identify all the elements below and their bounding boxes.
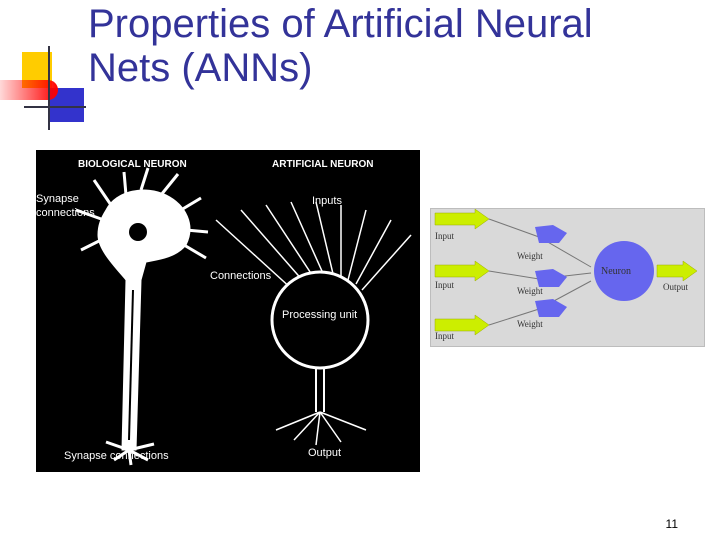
ann-label-input-3: Input bbox=[435, 331, 454, 341]
decorative-red-bar bbox=[0, 80, 58, 100]
label-inputs: Inputs bbox=[312, 195, 342, 207]
label-connections: Connections bbox=[210, 270, 272, 282]
label-synapse-connections-bottom: Synapse connections bbox=[64, 450, 169, 462]
output-stem bbox=[315, 368, 325, 412]
ann-label-output: Output bbox=[663, 282, 689, 292]
label-processing-unit: Processing unit bbox=[282, 309, 358, 321]
biological-artificial-neuron-figure: BIOLOGICAL NEURON ARTIFICIAL NEURON Syna… bbox=[36, 150, 420, 472]
input-fan bbox=[215, 201, 412, 301]
ann-diagram: Input Input Input Weight Weight Weight N… bbox=[430, 208, 705, 347]
heading-biological-neuron: BIOLOGICAL NEURON bbox=[78, 159, 187, 170]
ann-label-weight-1: Weight bbox=[517, 251, 543, 261]
nucleus bbox=[129, 223, 147, 241]
page-number: 11 bbox=[665, 517, 678, 531]
input-arrow-1 bbox=[434, 209, 490, 230]
decorative-vertical-line bbox=[48, 46, 50, 130]
axon-terminal bbox=[105, 440, 155, 466]
input-arrow-2 bbox=[434, 260, 490, 282]
ann-label-input-2: Input bbox=[435, 280, 454, 290]
decorative-horizontal-line bbox=[24, 106, 86, 108]
output-arrow bbox=[656, 260, 698, 282]
weight-shape-1 bbox=[535, 225, 567, 243]
slide-title-line-1: Properties of Artificial Neural bbox=[88, 2, 593, 46]
ann-diagram-drawing bbox=[434, 209, 698, 336]
weight-shape-3 bbox=[535, 299, 567, 317]
weight-shape-2 bbox=[535, 269, 567, 287]
slide-title: Properties of Artificial Neural Nets (AN… bbox=[88, 2, 708, 90]
ann-label-weight-3: Weight bbox=[517, 319, 543, 329]
input-arrow-3 bbox=[434, 314, 490, 336]
slide-title-line-2: Nets (ANNs) bbox=[88, 46, 313, 90]
label-synapse-connections-top: Synapse connections bbox=[36, 193, 95, 219]
ann-label-neuron: Neuron bbox=[601, 266, 631, 277]
heading-artificial-neuron: ARTIFICIAL NEURON bbox=[272, 159, 374, 170]
ann-label-input-1: Input bbox=[435, 231, 454, 241]
output-fan bbox=[275, 411, 367, 446]
dendrite bbox=[75, 167, 209, 260]
neuron-circle bbox=[594, 241, 654, 301]
label-output: Output bbox=[308, 447, 342, 459]
neuron-illustration bbox=[75, 167, 412, 466]
ann-label-weight-2: Weight bbox=[517, 286, 543, 296]
